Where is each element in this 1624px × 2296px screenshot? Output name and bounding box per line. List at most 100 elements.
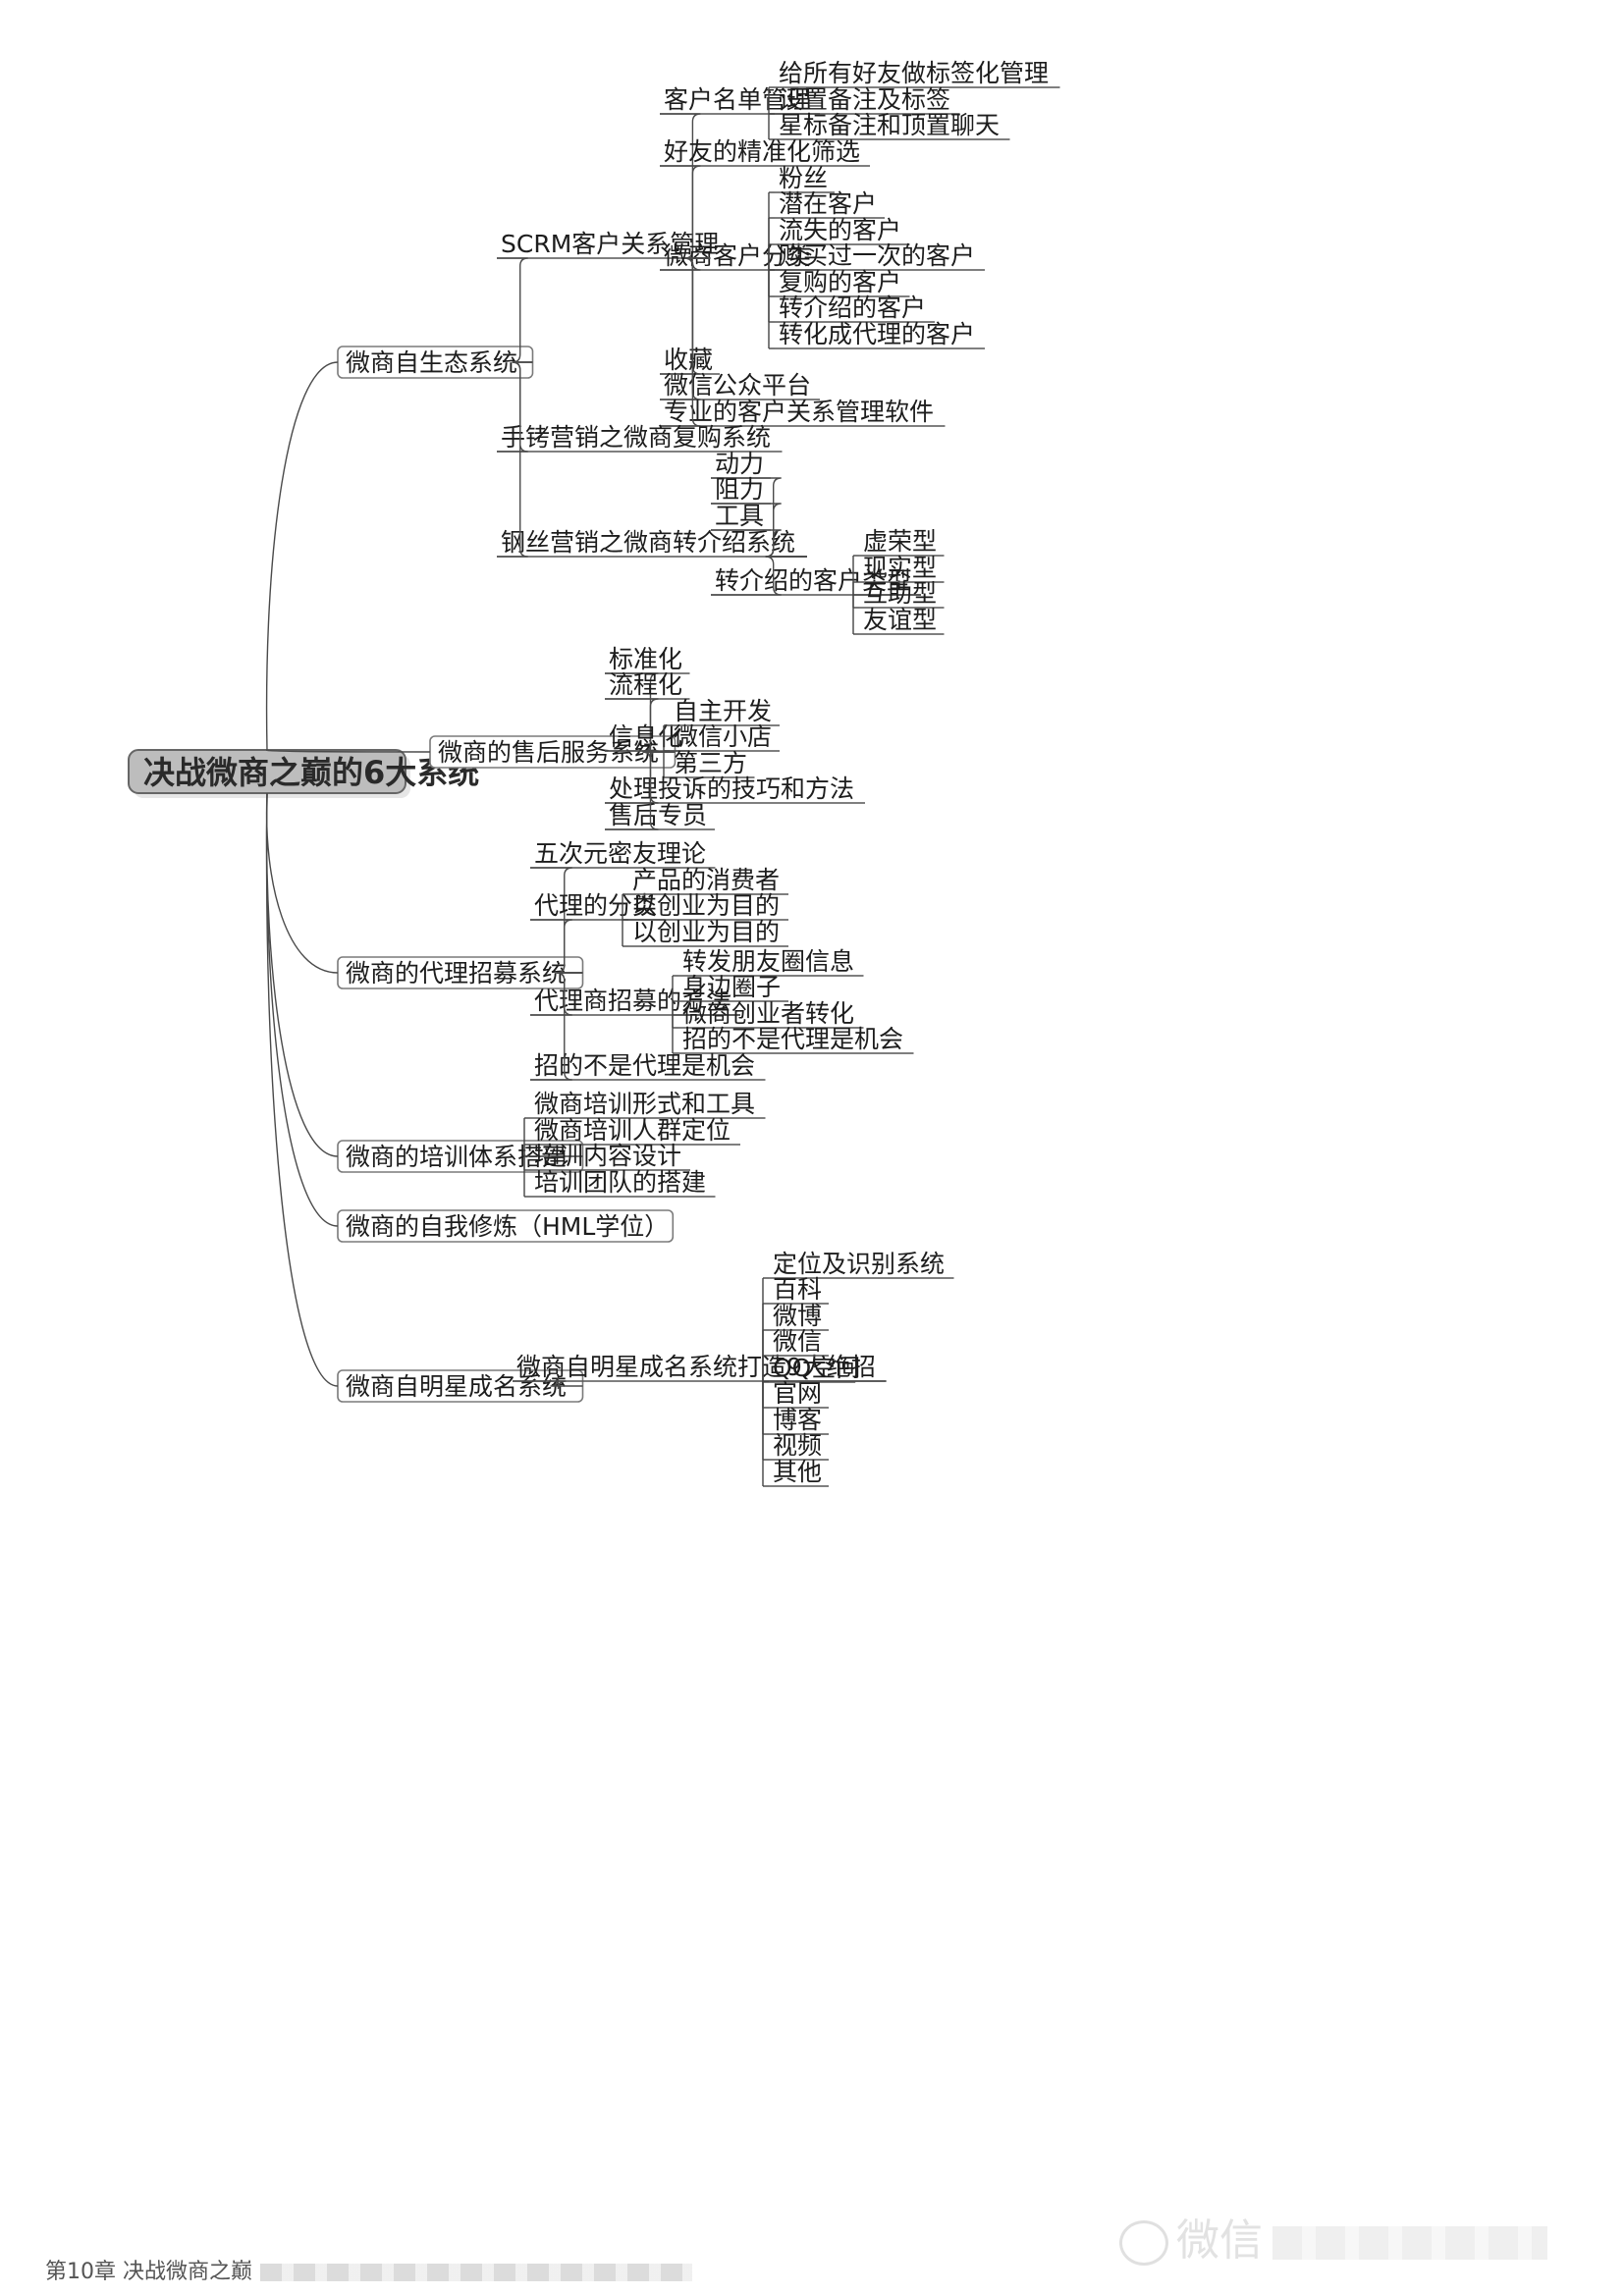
mindmap-node: 视频 [769,1431,829,1461]
node-label: 虚荣型 [863,527,937,556]
mindmap-node: 手铐营销之微商复购系统 [497,423,783,453]
mindmap-node: 转介绍的客户 [775,294,935,323]
node-label: 微商自明星成名系统 [346,1372,567,1401]
mindmap-node: 复购的客户 [775,268,910,297]
node-label: 专业的客户关系管理软件 [664,398,934,426]
mindmap-node: 其他 [769,1458,829,1487]
mindmap-node: 微商创业者转化 [678,999,864,1029]
node-label: 转介绍的客户类型 [715,566,911,595]
branch-connector [605,751,676,830]
node-label: 官网 [773,1379,822,1408]
mindmap-node: 产品的消费者 [628,866,788,895]
node-label: 微信小店 [674,722,772,751]
mindmap-node: 招的不是代理是机会 [678,1025,914,1054]
mindmap-node: 微商培训形式和工具 [530,1090,766,1119]
node-label: 身边圈子 [682,973,781,1001]
node-label: SCRM客户关系管理 [501,230,719,258]
node-label: 动力 [715,450,764,478]
node-label: 培训团队的搭建 [534,1168,706,1197]
node-label: 视频 [773,1431,822,1460]
mindmap-node: 微信 [769,1327,829,1357]
mindmap-node: 博客 [769,1406,829,1435]
mindmap-node: 定位及识别系统 [769,1250,954,1279]
node-label: 定位及识别系统 [773,1250,945,1278]
node-label: 微商自明星成名系统打造9大绝招 [516,1353,876,1381]
mindmap-node: 微商自明星成名系统打造9大绝招 [513,1353,887,1382]
mindmap-node: 钢丝营销之微商转介绍系统 [497,528,807,558]
mindmap-node: 好友的精准化筛选 [660,137,870,167]
node-label: 五次元密友理论 [534,839,706,868]
mindmap-node: 动力 [711,450,771,479]
mindmap-node: 转介绍的客户类型 [711,566,921,596]
mindmap-node: 转化成代理的客户 [775,320,985,349]
node-label: 微信 [773,1327,822,1356]
node-label: 自主开发 [674,697,772,725]
node-label: 工具 [715,502,764,530]
mindmap-node: 标准化 [605,645,690,674]
node-label: 第三方 [674,749,747,777]
node-label: 设置备注及标签 [779,85,950,114]
mindmap-node: 微商培训人群定位 [530,1116,740,1146]
mindmap-node: QQ空间 [769,1354,860,1383]
root-connector [265,792,339,1387]
root-connector [265,749,431,753]
mindmap-node: 转发朋友圈信息 [678,947,864,977]
mindmap-node: 培训团队的搭建 [530,1168,716,1198]
mindmap-node: 以创业为目的 [628,891,788,921]
root-connector [265,792,339,1157]
mindmap-node: 购买过一次的客户 [775,241,985,271]
node-label: 微商创业者转化 [682,999,854,1028]
node-label: 微商的售后服务系统 [438,738,659,767]
node-label: 购买过一次的客户 [779,241,975,270]
node-label: 收藏 [664,346,713,374]
node-label: 百科 [773,1275,822,1304]
node-label: 微商客户分类 [664,241,811,270]
root-connector [265,792,339,974]
node-label: 给所有好友做标签化管理 [779,59,1049,87]
node-label: 客户名单管理 [664,85,811,114]
node-label: QQ空间 [773,1354,860,1382]
page-footer: 第10章 决战微商之巅 [45,2254,692,2285]
node-label: 培训内容设计 [534,1142,681,1170]
node-label: 招的不是代理是机会 [534,1051,755,1080]
node-label: 信息化 [609,722,682,751]
node-label: 手铐营销之微商复购系统 [501,423,771,452]
branch-node: 微商自生态系统 [337,346,534,379]
node-label: 复购的客户 [779,268,901,296]
node-label: 其他 [773,1458,822,1486]
node-label: 流失的客户 [779,216,901,244]
watermark-blurred-text [1272,2226,1547,2260]
node-label: 微商的自我修炼（HML学位） [346,1212,669,1241]
branch-connector [513,1377,583,1390]
branch-connector [530,972,583,1081]
branch-node: 微商自明星成名系统 [337,1369,584,1403]
node-label: 以创业为目的 [632,891,780,920]
node-label: 微商的代理招募系统 [346,959,567,988]
node-label: 售后专员 [609,801,707,829]
node-label: 星标备注和顶置聊天 [779,111,1000,139]
node-label: 微信公众平台 [664,371,811,400]
wechat-logo-icon [1119,2220,1168,2266]
branch-connector [660,257,711,427]
mindmap-node: 专业的客户关系管理软件 [660,398,946,427]
branch-node: 微商的代理招募系统 [337,956,584,989]
node-label: 粉丝 [779,164,828,192]
node-label: 钢丝营销之微商转介绍系统 [501,528,795,557]
node-label: 潜在客户 [779,189,877,218]
node-label: 现实型 [863,554,937,582]
mindmap-node: 处理投诉的技巧和方法 [605,774,865,804]
branch-node: 微商的自我修炼（HML学位） [337,1209,675,1243]
node-label: 转化成代理的客户 [779,320,975,348]
mindmap-node: 五次元密友理论 [530,839,716,869]
mindmap-node: 第三方 [670,749,755,778]
node-label: 微商培训人群定位 [534,1116,731,1145]
mindmap-node: 以创业为目的 [628,918,788,947]
mindmap-node: 现实型 [859,554,945,583]
mindmap-node: 流程化 [605,670,690,700]
node-label: 以创业为目的 [632,918,780,946]
node-label: 代理的分类 [534,891,657,920]
mindmap-node: 收藏 [660,346,720,375]
node-label: 好友的精准化筛选 [664,137,860,166]
mindmap-node: 招的不是代理是机会 [530,1051,766,1081]
